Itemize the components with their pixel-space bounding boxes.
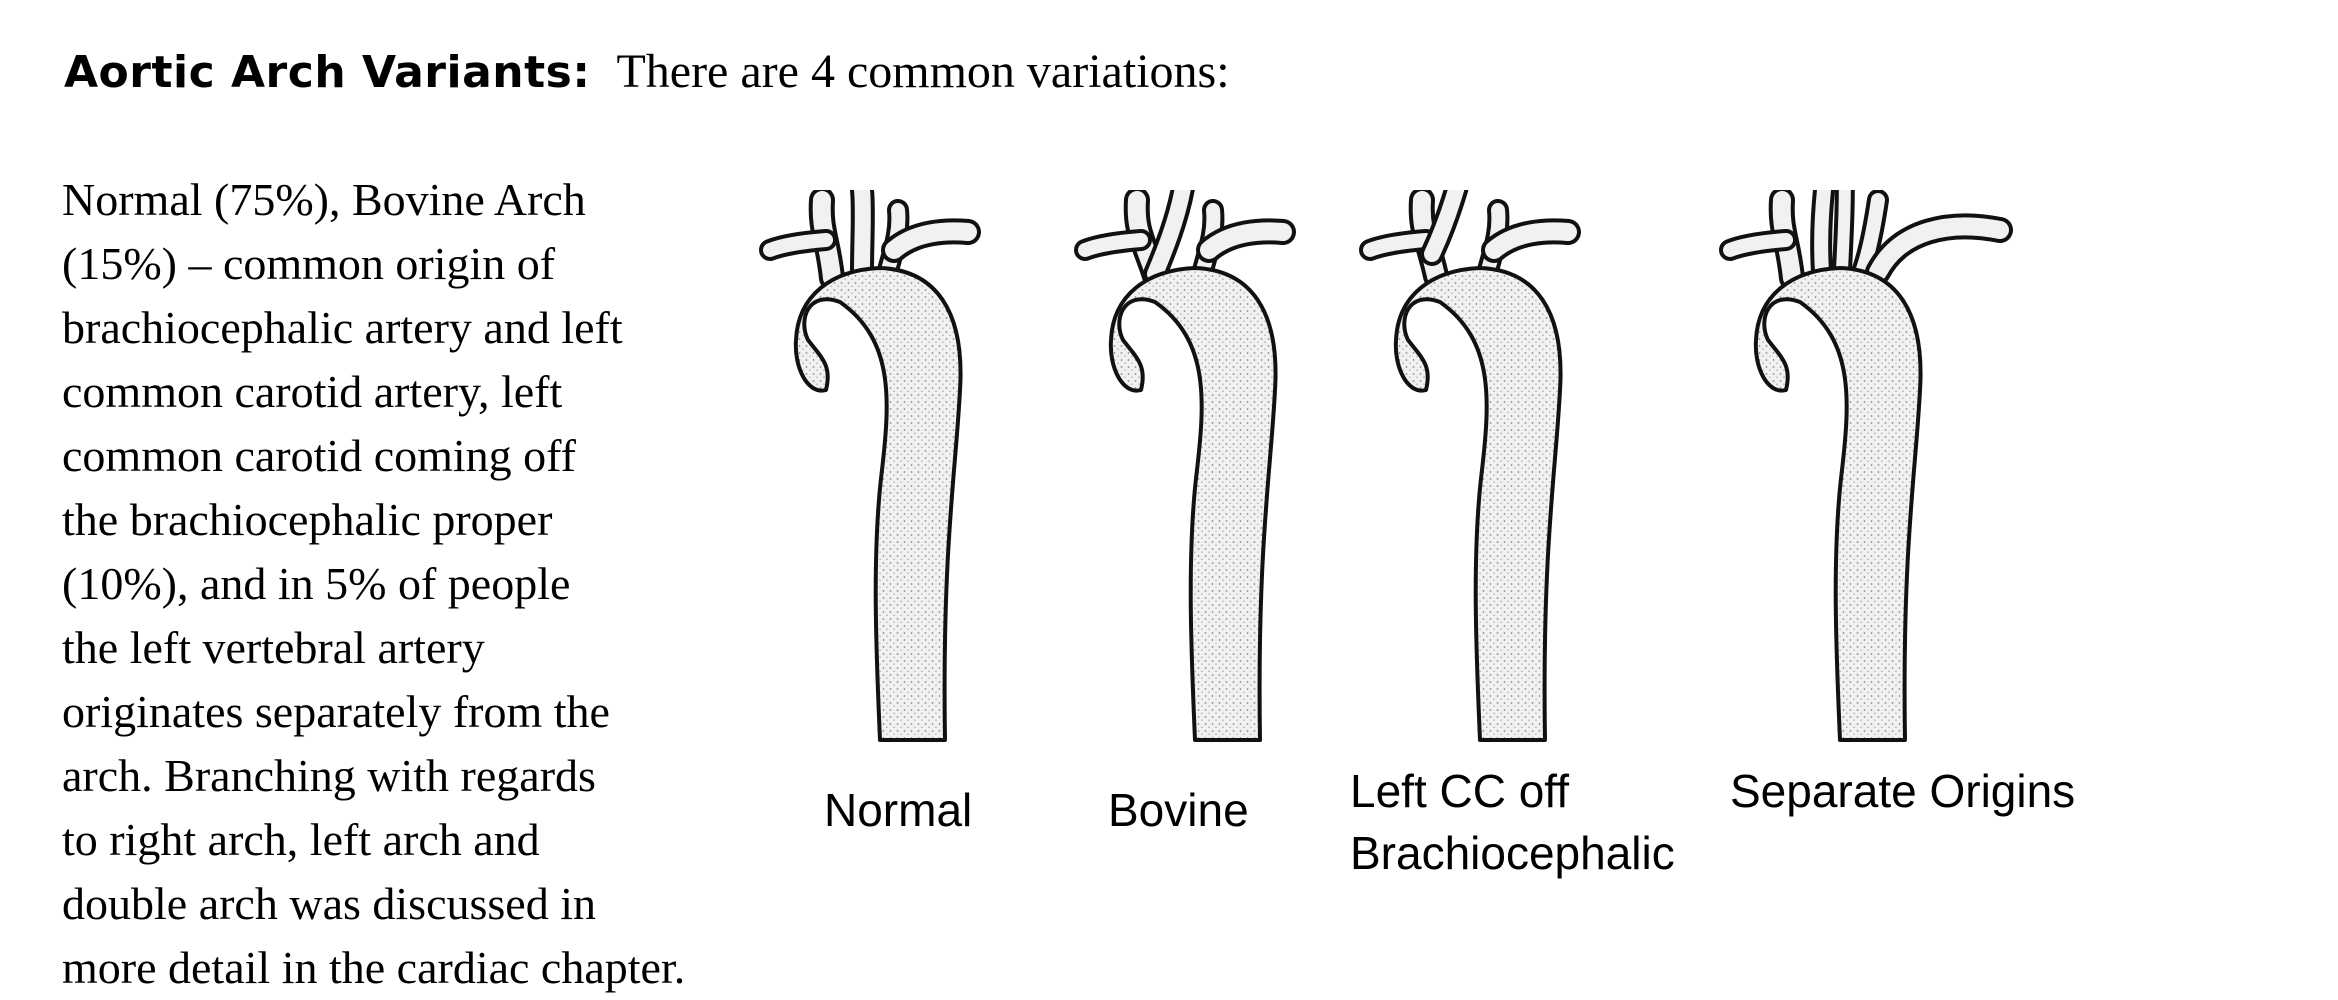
body-line: (10%), and in 5% of people (62, 558, 571, 609)
body-line: originates separately from the (62, 686, 610, 737)
body-line: the left vertebral artery (62, 622, 485, 673)
label-left-cc-line1: Left CC off (1350, 765, 1570, 817)
body-line: (15%) – common origin of (62, 238, 556, 289)
body-line: the brachiocephalic proper (62, 494, 553, 545)
label-left-cc-line2: Brachiocephalic (1350, 827, 1675, 879)
heading-subtitle: There are 4 common variations: (616, 45, 1230, 98)
body-line: more detail in the cardiac chapter. (62, 942, 686, 993)
body-line: brachiocephalic artery and left (62, 302, 623, 353)
page-heading: Aortic Arch Variants: There are 4 common … (64, 44, 1230, 99)
body-line: common carotid coming off (62, 430, 576, 481)
body-line: to right arch, left arch and (62, 814, 540, 865)
normal-arch-drawing (759, 190, 981, 742)
body-line: double arch was discussed in (62, 878, 596, 929)
bovine-arch-drawing (1074, 190, 1296, 742)
body-paragraph: Normal (75%), Bovine Arch (15%) – common… (62, 168, 782, 1000)
separate-origins-arch-drawing (1719, 190, 2013, 742)
label-separate-origins: Separate Origins (1730, 765, 2076, 817)
body-line: common carotid artery, left (62, 366, 563, 417)
label-bovine: Bovine (1108, 784, 1249, 836)
left-cc-arch-drawing (1359, 190, 1581, 742)
body-line: arch. Branching with regards (62, 750, 596, 801)
label-normal: Normal (824, 784, 973, 836)
body-line: Normal (75%), Bovine Arch (62, 174, 586, 225)
heading-title: Aortic Arch Variants: (64, 47, 591, 98)
aortic-arch-illustration (759, 190, 2013, 742)
